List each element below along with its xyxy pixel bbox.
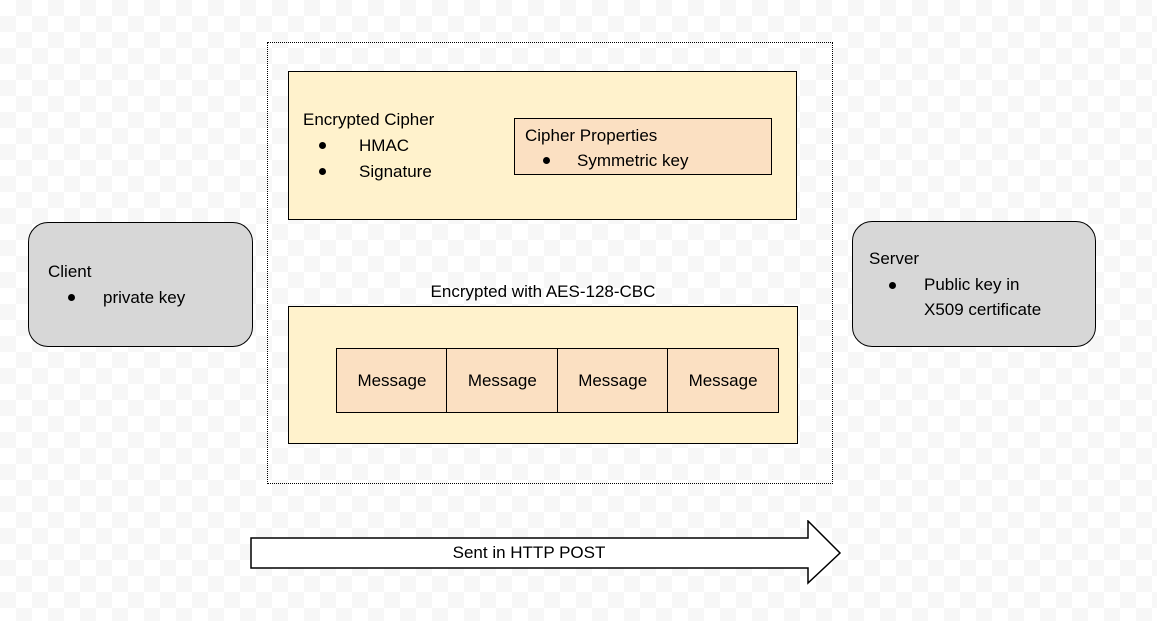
arrow-shape-icon: [250, 519, 842, 585]
encrypted-cipher-box[interactable]: Encrypted Cipher HMAC Signature Cipher P…: [288, 71, 797, 220]
bullet-icon: [319, 142, 326, 149]
client-bullet-label: private key: [103, 287, 186, 307]
message-cell[interactable]: Message: [556, 348, 669, 413]
bullet-icon: [68, 294, 75, 301]
encrypted-messages-box[interactable]: Message Message Message Message: [288, 306, 798, 444]
cipher-properties-bullet-label: Symmetric key: [577, 150, 689, 170]
encrypted-cipher-bullet-label: Signature: [359, 161, 432, 181]
server-title: Server: [869, 249, 920, 268]
client-box[interactable]: Client private key: [28, 222, 253, 347]
bullet-icon: [319, 168, 326, 175]
server-bullet-public-key: Public key in X509 certificate: [853, 272, 1095, 322]
http-post-arrow[interactable]: [250, 519, 842, 585]
http-post-arrow-label: Sent in HTTP POST: [452, 543, 606, 562]
client-title: Client: [48, 261, 92, 281]
client-bullet-private-key: private key: [29, 285, 252, 311]
message-cell[interactable]: Message: [667, 348, 779, 413]
server-box[interactable]: Server Public key in X509 certificate: [852, 221, 1096, 347]
cipher-properties-title: Cipher Properties: [525, 125, 658, 145]
message-row: Message Message Message Message: [336, 348, 779, 413]
message-cell[interactable]: Message: [446, 348, 559, 413]
encrypted-cipher-bullet-label: HMAC: [359, 135, 410, 155]
encryption-algorithm-label: Encrypted with AES-128-CBC: [430, 282, 656, 301]
bullet-icon: [543, 156, 550, 164]
message-cell[interactable]: Message: [336, 348, 448, 413]
encrypted-cipher-bullet-signature: Signature: [289, 159, 796, 185]
cipher-properties-bullet-symmetric-key: Symmetric key: [515, 148, 771, 173]
payload-group-outline[interactable]: [267, 42, 833, 484]
encrypted-cipher-title: Encrypted Cipher: [303, 109, 435, 129]
bullet-icon: [889, 282, 896, 289]
encrypted-cipher-bullet-hmac: HMAC: [289, 133, 796, 159]
cipher-properties-box[interactable]: Cipher Properties Symmetric key: [514, 118, 772, 175]
server-bullet-label: Public key in X509 certificate: [924, 275, 1042, 319]
